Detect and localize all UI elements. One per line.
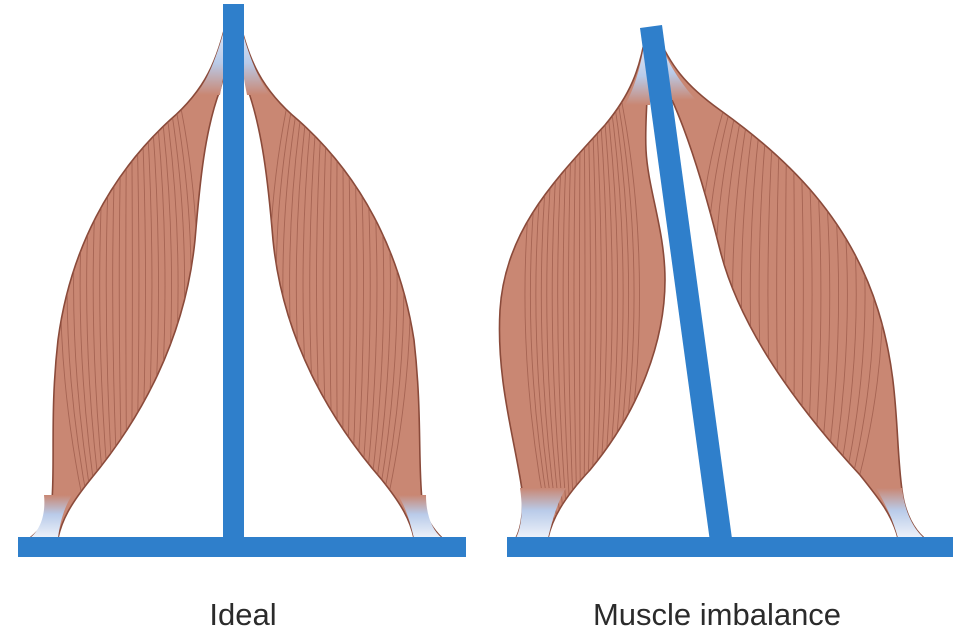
vertical-bone-ideal bbox=[223, 4, 244, 548]
muscle-body bbox=[499, 32, 665, 538]
muscle-left-imbalance bbox=[499, 32, 665, 538]
muscle-body bbox=[238, 14, 442, 538]
tendon-bottom bbox=[398, 495, 442, 538]
muscle-left-ideal bbox=[30, 14, 228, 538]
tendon-bottom bbox=[516, 488, 566, 538]
base-bone-imbalance bbox=[507, 537, 953, 557]
muscle-right-ideal bbox=[238, 14, 442, 538]
base-bone-ideal bbox=[18, 537, 466, 557]
tendon-bottom bbox=[876, 488, 924, 538]
panel-muscle-imbalance bbox=[499, 25, 953, 557]
caption-muscle-imbalance: Muscle imbalance bbox=[593, 597, 841, 633]
caption-ideal: Ideal bbox=[209, 597, 276, 633]
panel-ideal bbox=[18, 4, 466, 557]
